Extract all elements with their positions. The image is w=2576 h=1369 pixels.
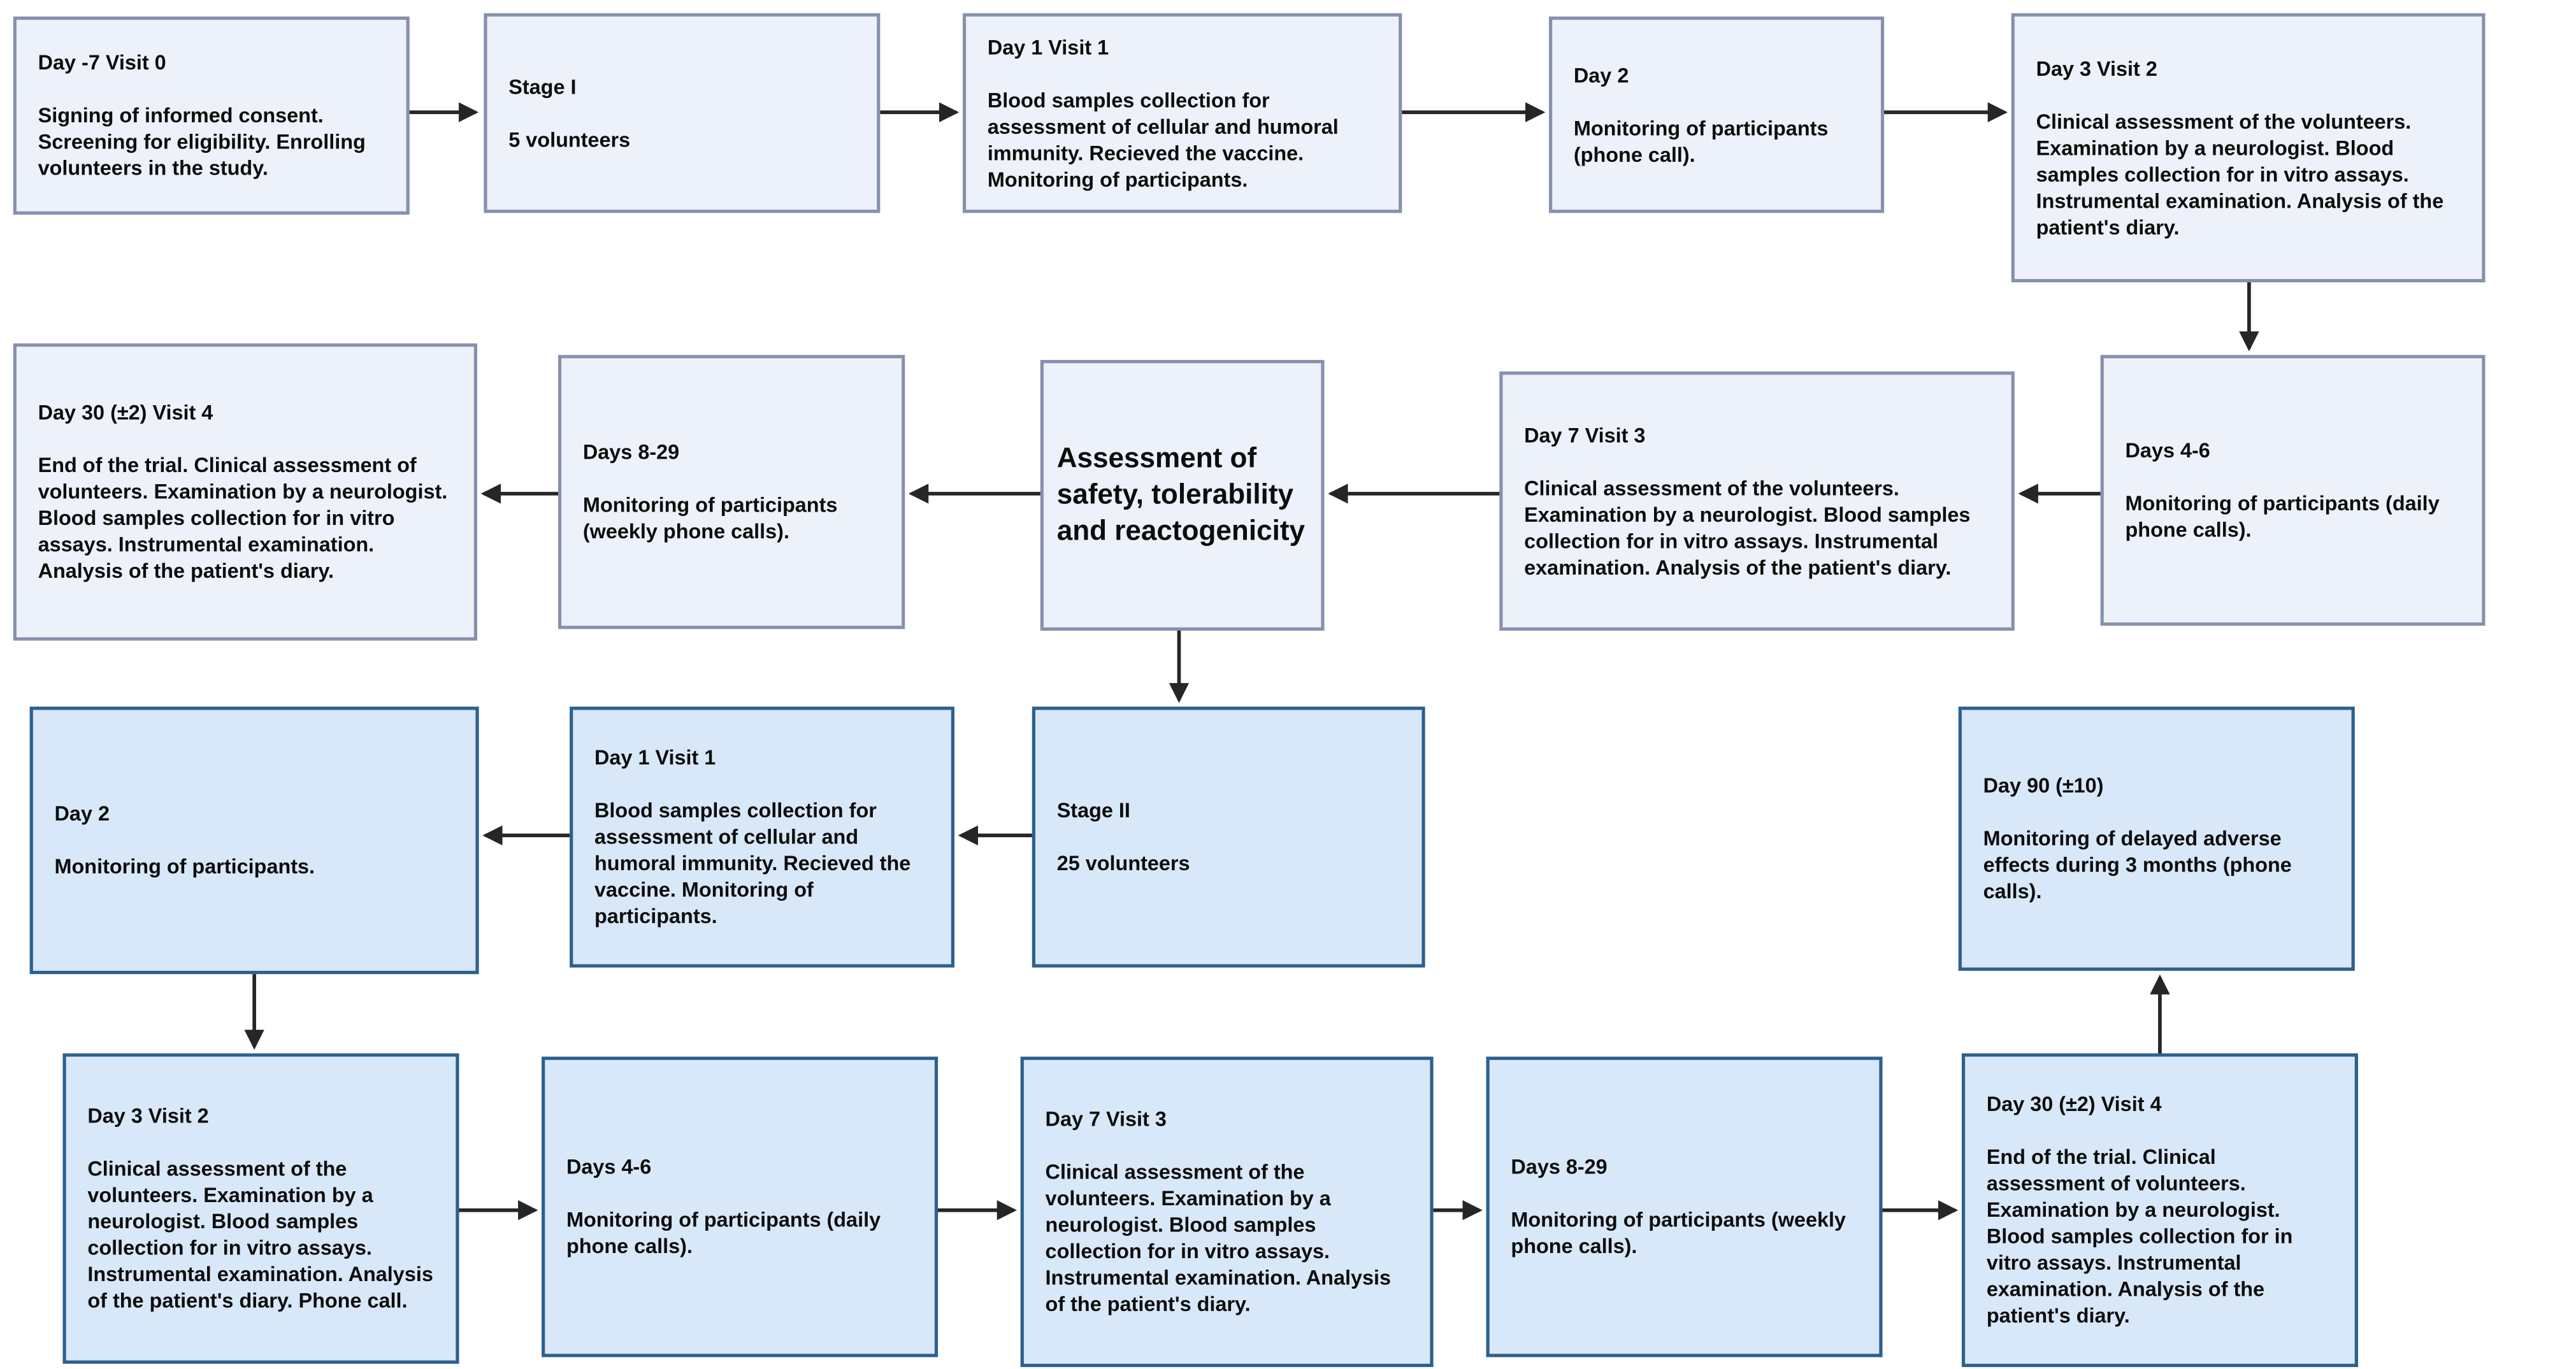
- node-stage1: Stage I 5 volunteers: [484, 13, 881, 213]
- node-body: Monitoring of participants (phone call).: [1573, 116, 1829, 166]
- node-stage1-visit3: Day 7 Visit 3 Clinical assessment of the…: [1499, 371, 2015, 631]
- node-title: Day 2: [54, 802, 110, 826]
- node-body: End of the trial. Clinical assessment of…: [1986, 1145, 2293, 1328]
- node-body: Monitoring of participants (weekly phone…: [1511, 1208, 1846, 1258]
- node-stage2-days8-29: Days 8-29 Monitoring of participants (we…: [1486, 1056, 1883, 1358]
- node-title: Day 1 Visit 1: [594, 746, 716, 770]
- node-body: Blood samples collection for assessment …: [987, 88, 1339, 191]
- node-body: Clinical assessment of the volunteers. E…: [87, 1157, 433, 1313]
- node-stage2-days4-6: Days 4-6 Monitoring of participants (dai…: [542, 1056, 939, 1358]
- node-stage1-visit1: Day 1 Visit 1 Blood samples collection f…: [962, 13, 1402, 213]
- node-stage1-visit0: Day -7 Visit 0 Signing of informed conse…: [13, 16, 410, 215]
- node-stage2: Stage II 25 volunteers: [1032, 706, 1425, 968]
- node-title: Day 3 Visit 2: [87, 1104, 209, 1128]
- node-body: 25 volunteers: [1056, 852, 1190, 875]
- node-body: Clinical assessment of the volunteers. E…: [1045, 1160, 1392, 1316]
- node-body: Blood samples collection for assessment …: [594, 799, 911, 928]
- node-body: Signing of informed consent. Screening f…: [38, 104, 366, 180]
- node-stage2-day2: Day 2 Monitoring of participants.: [29, 706, 479, 975]
- node-stage2-visit1: Day 1 Visit 1 Blood samples collection f…: [570, 706, 955, 968]
- node-title: Days 4-6: [2125, 439, 2210, 462]
- node-body: Monitoring of participants.: [54, 855, 315, 878]
- node-body: Clinical assessment of the volunteers. E…: [1524, 476, 1971, 579]
- node-stage1-days8-29: Days 8-29 Monitoring of participants (we…: [558, 355, 905, 629]
- node-title: Day 30 (±2) Visit 4: [1986, 1093, 2162, 1116]
- node-title: Day 90 (±10): [1983, 774, 2104, 798]
- node-title: Day 7 Visit 3: [1045, 1108, 1167, 1131]
- node-title: Day 30 (±2) Visit 4: [38, 401, 213, 425]
- central-label: Assessment of safety, tolerability and r…: [1056, 442, 1306, 547]
- node-body: Monitoring of delayed adverse effects du…: [1983, 827, 2292, 903]
- node-title: Day 1 Visit 1: [987, 35, 1109, 59]
- node-stage1-days4-6: Days 4-6 Monitoring of participants (dai…: [2100, 355, 2486, 626]
- node-title: Day -7 Visit 0: [38, 51, 166, 75]
- node-title: Stage I: [508, 75, 577, 99]
- node-title: Stage II: [1056, 799, 1130, 822]
- node-stage1-visit2: Day 3 Visit 2 Clinical assessment of the…: [2011, 13, 2486, 283]
- node-body: End of the trial. Clinical assessment of…: [38, 454, 448, 583]
- node-title: Days 8-29: [1511, 1156, 1608, 1179]
- node-title: Day 2: [1573, 63, 1629, 87]
- node-body: Clinical assessment of the volunteers. E…: [2036, 110, 2444, 239]
- node-stage1-day2: Day 2 Monitoring of participants (phone …: [1549, 16, 1885, 213]
- node-stage2-visit3: Day 7 Visit 3 Clinical assessment of the…: [1020, 1056, 1434, 1367]
- node-stage2-visit4: Day 30 (±2) Visit 4 End of the trial. Cl…: [1961, 1053, 2358, 1367]
- node-body: 5 volunteers: [508, 127, 631, 152]
- node-title: Day 7 Visit 3: [1524, 423, 1646, 447]
- node-body: Monitoring of participants (daily phone …: [2125, 492, 2440, 542]
- node-stage2-visit2: Day 3 Visit 2 Clinical assessment of the…: [62, 1053, 459, 1364]
- node-title: Day 3 Visit 2: [2036, 57, 2157, 80]
- node-title: Days 4-6: [566, 1156, 652, 1179]
- node-central-assessment: Assessment of safety, tolerability and r…: [1040, 359, 1325, 631]
- node-stage2-day90: Day 90 (±10) Monitoring of delayed adver…: [1958, 706, 2355, 971]
- node-body: Monitoring of participants (weekly phone…: [582, 493, 838, 543]
- node-body: Monitoring of participants (daily phone …: [566, 1208, 881, 1258]
- node-stage1-visit4: Day 30 (±2) Visit 4 End of the trial. Cl…: [13, 343, 478, 641]
- node-title: Days 8-29: [582, 440, 680, 464]
